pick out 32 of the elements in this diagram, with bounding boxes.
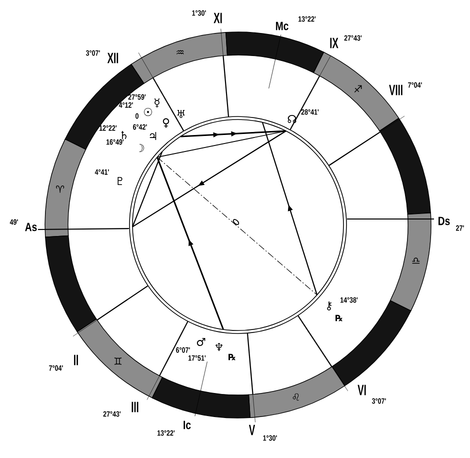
house-number: IX [330, 38, 338, 48]
sign-segment [379, 118, 431, 215]
planet-glyph: ☽ [139, 144, 144, 152]
planet-glyph: ☉ [144, 108, 152, 116]
retrograde-mark: ℞ [228, 354, 236, 360]
sign-segment [152, 376, 250, 418]
retrograde-mark: ℞ [336, 314, 342, 322]
house-number: XII [107, 52, 118, 64]
planet-glyph: ♅ [177, 110, 185, 118]
sign-segment [45, 235, 97, 332]
sign-segment: ♈ [44, 138, 86, 238]
sign-segment: ♎ [390, 212, 432, 312]
angle-label: As [25, 222, 37, 232]
house-number: III [132, 402, 138, 412]
sign-segment: ♒ [130, 32, 228, 84]
house-number: VI [358, 384, 366, 396]
planet-glyph: ♂ [196, 338, 206, 346]
angle-label: Ds [438, 216, 450, 226]
house-number: II [74, 354, 78, 366]
sign-segment [226, 32, 324, 74]
angle-label: Mc [276, 22, 288, 30]
angle-label: Ic [184, 420, 191, 430]
sign-segment: ♌ [248, 366, 346, 418]
planet-glyph: ♄ [121, 131, 126, 140]
planet-glyph: ♆ [215, 343, 223, 352]
house-number: VIII [389, 84, 402, 96]
sign-segment: ♊ [76, 318, 163, 398]
planet-glyph: ♇ [118, 177, 122, 186]
house-number: V [248, 424, 256, 436]
planet-glyph: ☿ [154, 98, 160, 108]
planet-glyph: ♀ [162, 118, 170, 128]
house-number: XI [214, 12, 222, 24]
